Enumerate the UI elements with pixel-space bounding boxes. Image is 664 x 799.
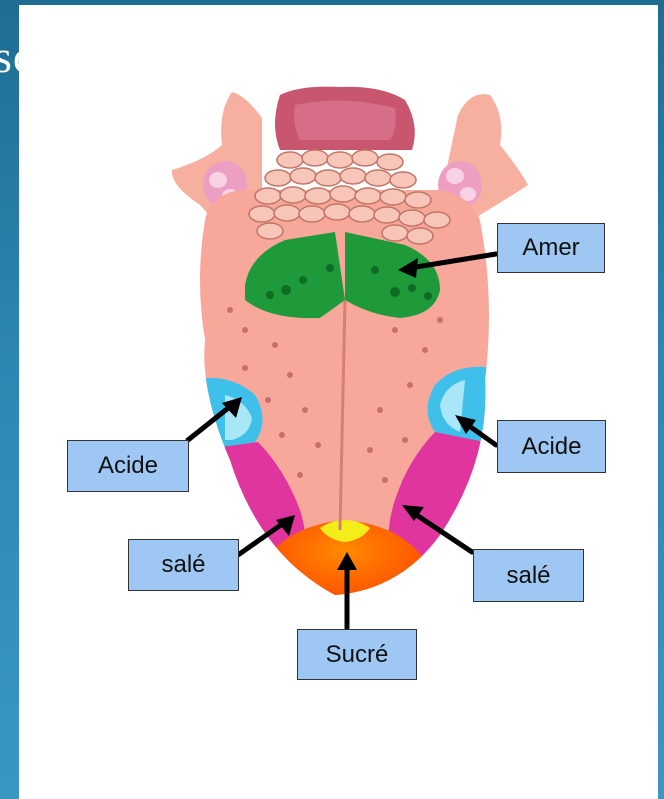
label-sale-left: salé — [128, 539, 239, 591]
epiglottis-inner — [294, 101, 396, 140]
label-acide-right: Acide — [497, 420, 606, 473]
label-acide-left: Acide — [67, 440, 189, 492]
label-amer: Amer — [497, 223, 605, 273]
label-sucre: Sucré — [297, 629, 417, 680]
label-sale-right: salé — [473, 549, 584, 602]
